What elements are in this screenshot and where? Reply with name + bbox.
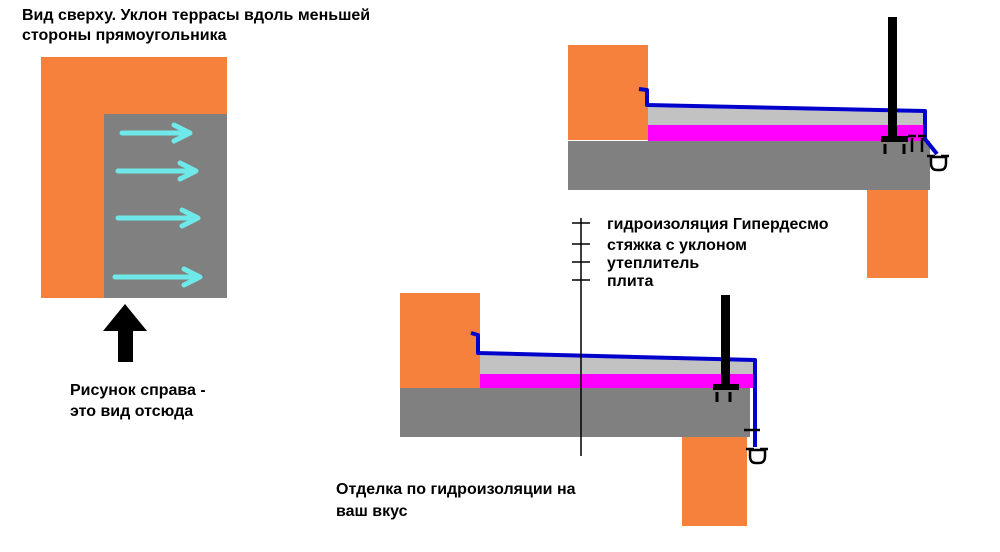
- support-pillar: [867, 190, 928, 278]
- slope-arrow-icon: [119, 122, 193, 144]
- top-view-terrace-slab: [104, 114, 227, 298]
- slope-arrow-icon: [115, 160, 199, 182]
- legend-label-slab: плита: [607, 273, 654, 290]
- cross-section-lower: [400, 293, 768, 526]
- railing-post-base: [713, 384, 739, 390]
- legend-tick-marks: [572, 222, 590, 281]
- railing-post-anchors: [883, 144, 906, 154]
- drain-scupper-cup: [929, 155, 948, 172]
- insulation-layer: [480, 374, 755, 388]
- top-view-title-line1: Вид сверху. Уклон террасы вдоль меньшей: [22, 7, 371, 24]
- railing-post-base: [881, 136, 908, 142]
- railing-post-stem: [888, 17, 897, 138]
- slope-arrow-icon: [112, 266, 203, 288]
- railing-post-anchors: [715, 392, 732, 402]
- view-origin-note: Рисунок справа - это вид отсюда: [70, 380, 206, 422]
- view-origin-note-line2: это вид отсюда: [70, 403, 194, 420]
- legend-callout: [572, 218, 590, 456]
- wall-block: [400, 293, 480, 388]
- finish-note: Отделка по гидроизоляции на ваш вкус: [336, 479, 576, 523]
- legend-label-screed: стяжка с уклоном: [607, 237, 747, 254]
- top-view-title-line2: стороны прямоугольника: [22, 27, 227, 44]
- finish-note-line2: ваш вкус: [336, 503, 408, 520]
- drain-scupper: [927, 154, 949, 172]
- top-view-diagram: [41, 57, 227, 362]
- cross-section-upper: [568, 17, 949, 278]
- concrete-slab: [568, 141, 930, 190]
- top-view-title: Вид сверху. Уклон террасы вдоль меньшей …: [22, 6, 370, 46]
- slope-arrow-icon: [115, 207, 201, 229]
- anchor-bolts: [908, 134, 926, 152]
- railing-post: [713, 295, 739, 402]
- waterproofing-membrane-line: [638, 87, 939, 156]
- drain-scupper-cup: [748, 448, 767, 465]
- view-direction-up-arrow-icon: [103, 304, 147, 362]
- legend-label-insulation: утеплитель: [607, 255, 700, 272]
- waterproofing-membrane-line: [470, 331, 757, 447]
- insulation-layer: [648, 125, 925, 141]
- view-origin-note-line1: Рисунок справа -: [70, 382, 206, 399]
- legend-label-waterproofing: гидроизоляция Гипердесмо: [607, 216, 829, 233]
- railing-post: [881, 17, 908, 154]
- drain-scupper: [746, 447, 768, 465]
- railing-post-stem: [721, 295, 730, 386]
- concrete-slab: [400, 388, 750, 437]
- wall-block: [568, 45, 648, 140]
- finish-note-line1: Отделка по гидроизоляции на: [336, 481, 576, 498]
- support-pillar: [682, 437, 747, 526]
